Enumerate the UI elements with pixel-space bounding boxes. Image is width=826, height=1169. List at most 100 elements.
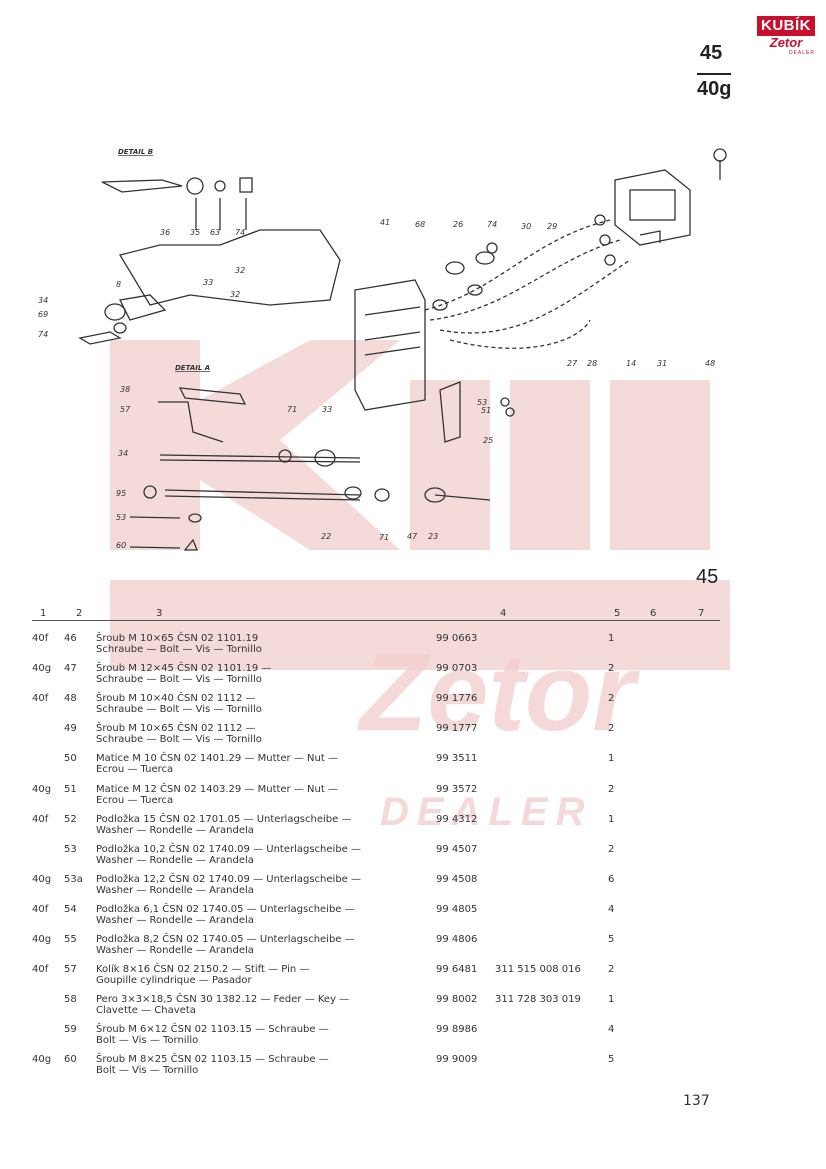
svg-text:71: 71 <box>379 533 389 542</box>
position-cell: 60 <box>64 1054 77 1065</box>
cable-line <box>424 219 611 311</box>
part-number-cell: 99 8986 <box>436 1024 478 1035</box>
group-cell: 40f <box>32 693 49 704</box>
quantity-cell: 5 <box>608 934 615 945</box>
description-line1: Matice M 12 ČSN 02 1403.29 — Mutter — Nu… <box>96 784 338 795</box>
header-rule <box>32 620 720 621</box>
position-cell: 53a <box>64 874 83 885</box>
column-header-3: 3 <box>156 608 163 619</box>
knob-part <box>186 177 204 195</box>
lever-handle <box>101 179 183 193</box>
column-header-7: 7 <box>698 608 705 619</box>
description-line1: Podložka 10,2 ČSN 02 1740.09 — Unterlags… <box>96 844 362 855</box>
description-line1: Podložka 6,1 ČSN 02 1740.05 — Unterlagsc… <box>96 904 355 915</box>
description-line2: Schraube — Bolt — Vis — Tornillo <box>96 704 262 715</box>
zetor-watermark: Zetor DEALER <box>110 340 730 834</box>
long-rod-upper <box>159 454 361 459</box>
group-cell: 40g <box>32 934 52 945</box>
column-header-2: 2 <box>76 608 83 619</box>
svg-text:74: 74 <box>38 330 48 339</box>
group-cell: 40f <box>32 814 49 825</box>
svg-text:28: 28 <box>587 359 597 368</box>
quantity-cell: 2 <box>608 693 615 704</box>
description-line2: Washer — Rondelle — Arandela <box>96 825 254 836</box>
quantity-cell: 5 <box>608 1054 615 1065</box>
description-line1: Podložka 8,2 ČSN 02 1740.05 — Unterlagsc… <box>96 934 355 945</box>
part-number-cell: 99 4508 <box>436 874 478 885</box>
group-cell: 40g <box>32 1054 52 1065</box>
part-number-cell: 99 4806 <box>436 934 478 945</box>
description-line1: Kolík 8×16 ČSN 02 2150.2 — Stift — Pin — <box>96 964 310 975</box>
figure-group-number: 45 <box>696 566 719 588</box>
position-cell: 46 <box>64 633 77 644</box>
description-line2: Schraube — Bolt — Vis — Tornillo <box>96 674 262 685</box>
description-line1: Šroub M 10×65 ČSN 02 1112 — <box>96 723 256 734</box>
description-line1: Podložka 12,2 ČSN 02 1740.09 — Unterlags… <box>96 874 362 885</box>
position-cell: 48 <box>64 693 77 704</box>
kubik-zetor-logo: KUBÍK Zetor DEALER <box>757 16 815 58</box>
logo-sub-text: DEALER <box>788 50 815 56</box>
svg-text:14: 14 <box>626 359 636 368</box>
quantity-cell: 2 <box>608 723 615 734</box>
detail-b-label: DETAIL B <box>118 148 153 156</box>
svg-text:57: 57 <box>120 405 131 414</box>
part-number-cell: 99 0663 <box>436 633 478 644</box>
column-header-1: 1 <box>40 608 47 619</box>
description-line1: Šroub M 10×65 ČSN 02 1101.19 <box>96 633 259 644</box>
column-header-5: 5 <box>614 608 621 619</box>
svg-text:26: 26 <box>453 220 463 229</box>
description-line1: Šroub M 8×25 ČSN 02 1103.15 — Schraube — <box>96 1054 329 1065</box>
description-line2: Washer — Rondelle — Arandela <box>96 885 254 896</box>
description-line2: Schraube — Bolt — Vis — Tornillo <box>96 734 262 745</box>
description-line2: Washer — Rondelle — Arandela <box>96 855 254 866</box>
svg-text:30: 30 <box>521 222 531 231</box>
group-number-bottom: 40g <box>697 78 732 100</box>
svg-text:33: 33 <box>322 405 332 414</box>
spring-clip <box>178 387 247 405</box>
svg-text:33: 33 <box>203 278 213 287</box>
alt-number-cell: 311 515 008 016 <box>495 964 581 975</box>
description-line2: Ecrou — Tuerca <box>96 795 174 806</box>
group-cell: 40f <box>32 964 49 975</box>
group-number-top: 45 <box>700 42 723 64</box>
part-number-cell: 99 0703 <box>436 663 478 674</box>
position-cell: 47 <box>64 663 77 674</box>
svg-text:34: 34 <box>38 296 48 305</box>
svg-text:35: 35 <box>190 228 200 237</box>
description-line1: Pero 3×3×18,5 ČSN 30 1382.12 — Feder — K… <box>96 994 350 1005</box>
description-line1: Podložka 15 ČSN 02 1701.05 — Unterlagsch… <box>96 814 352 825</box>
svg-text:25: 25 <box>483 436 493 445</box>
position-cell: 58 <box>64 994 77 1005</box>
quantity-cell: 1 <box>608 994 615 1005</box>
quantity-cell: 1 <box>608 633 615 644</box>
bracket-plate <box>614 169 691 246</box>
position-cell: 55 <box>64 934 77 945</box>
position-cell: 50 <box>64 753 77 764</box>
description-line2: Goupille cylindrique — Pasador <box>96 975 252 986</box>
exploded-parts-diagram: DETAIL B DETAIL A 36 35 63 74 34 69 74 4… <box>38 148 727 551</box>
svg-text:68: 68 <box>415 220 425 229</box>
description-line2: Schraube — Bolt — Vis — Tornillo <box>96 644 262 655</box>
description-line2: Clavette — Chaveta <box>96 1005 196 1016</box>
callout-numbers: 36 35 63 74 34 69 74 41 68 26 74 30 29 1… <box>38 218 715 550</box>
description-line1: Šroub M 10×40 ČSN 02 1112 — <box>96 693 256 704</box>
position-cell: 51 <box>64 784 77 795</box>
quantity-cell: 1 <box>608 753 615 764</box>
part-number-cell: 99 4507 <box>436 844 478 855</box>
control-box <box>354 279 426 411</box>
part-number-cell: 99 8002 <box>436 994 478 1005</box>
quantity-cell: 2 <box>608 663 615 674</box>
group-cell: 40f <box>32 633 49 644</box>
column-header-4: 4 <box>500 608 507 619</box>
svg-text:23: 23 <box>428 532 438 541</box>
svg-text:74: 74 <box>235 228 245 237</box>
group-divider <box>697 73 731 75</box>
position-cell: 49 <box>64 723 77 734</box>
svg-text:71: 71 <box>287 405 297 414</box>
svg-text:DEALER: DEALER <box>380 790 592 834</box>
svg-text:Zetor: Zetor <box>357 631 640 754</box>
quantity-cell: 6 <box>608 874 615 885</box>
position-cell: 52 <box>64 814 77 825</box>
svg-text:31: 31 <box>657 359 667 368</box>
detail-a-label: DETAIL A <box>175 364 210 372</box>
